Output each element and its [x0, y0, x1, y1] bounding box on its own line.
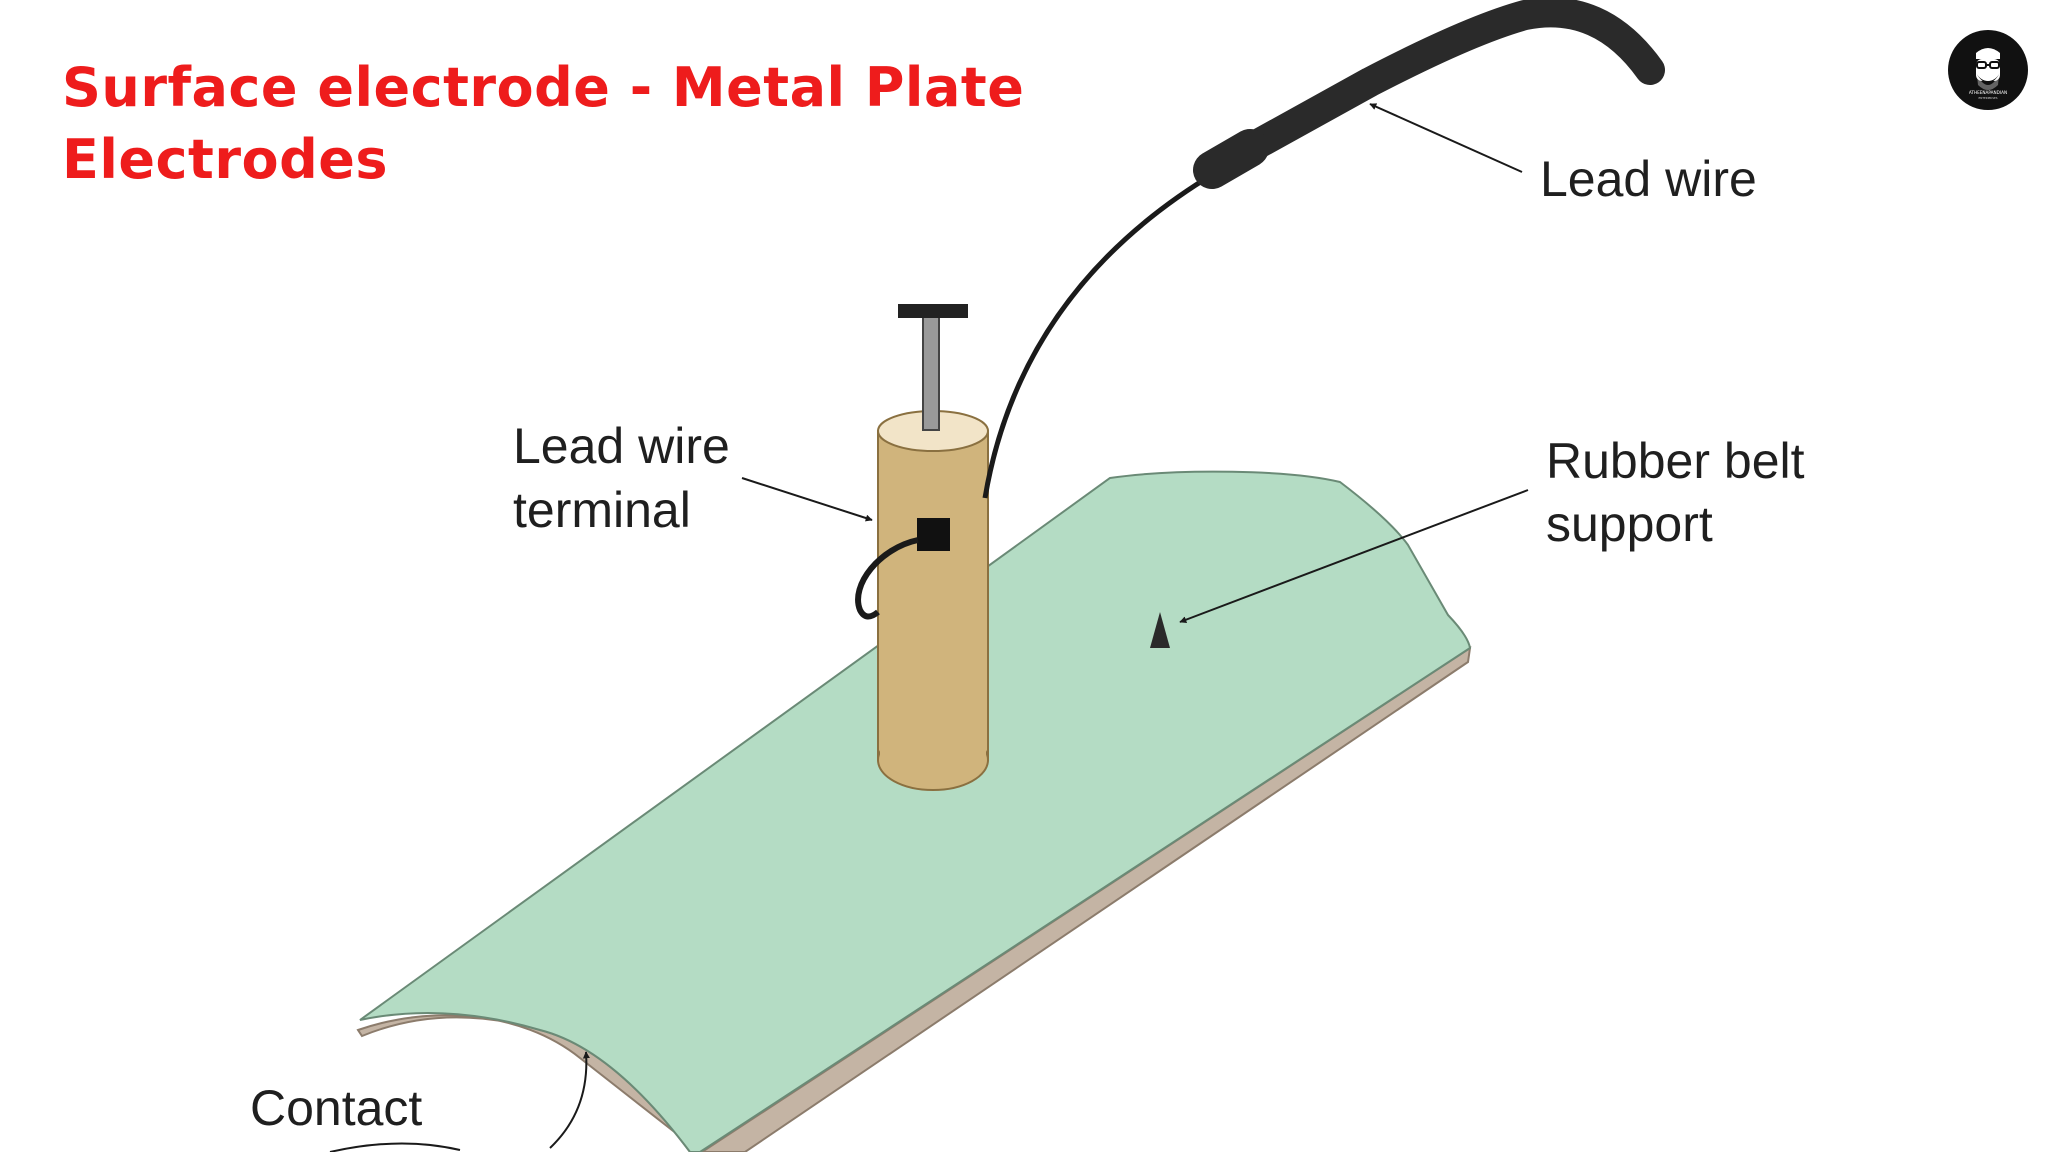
label-contact: Contact — [250, 1080, 422, 1136]
arrow-contact-tail — [329, 1142, 461, 1152]
lead-wire — [982, 170, 1217, 499]
arrow-rubber-belt-support — [1179, 489, 1529, 624]
slide-title: Surface electrode - Metal Plate Electrod… — [62, 52, 1162, 196]
terminal-cylinder — [877, 410, 989, 791]
slide-title-line2: Electrodes — [62, 128, 388, 191]
arrow-lead-wire — [1369, 103, 1523, 173]
terminal-pin — [898, 304, 968, 431]
arrow-contact — [549, 1051, 590, 1149]
terminal-connector — [917, 518, 950, 551]
logo-text-line1: ATHEENAPANDIAN — [1969, 90, 2007, 95]
lead-wire-cable — [1205, 0, 1665, 180]
label-lead-wire-terminal-line1: Lead wire — [513, 418, 730, 474]
logo-text-line2: ENTERPRISES — [1978, 96, 1997, 100]
label-rubber-belt-line2: support — [1546, 496, 1713, 552]
terminal-loop-wire — [855, 537, 919, 620]
lead-wire-sleeve — [1193, 129, 1269, 189]
label-lead-wire-terminal-line2: terminal — [513, 482, 691, 538]
label-rubber-belt-line1: Rubber belt — [1546, 433, 1805, 489]
plate-mark — [1150, 612, 1170, 648]
slide-title-line1: Surface electrode - Metal Plate — [62, 56, 1025, 119]
bearded-man-with-glasses-icon — [1976, 48, 2000, 90]
arrow-lead-wire-terminal — [741, 477, 873, 522]
label-lead-wire: Lead wire — [1540, 151, 1757, 207]
metal-plate — [359, 470, 1472, 1152]
company-logo: ATHEENAPANDIAN ENTERPRISES — [1948, 30, 2028, 110]
